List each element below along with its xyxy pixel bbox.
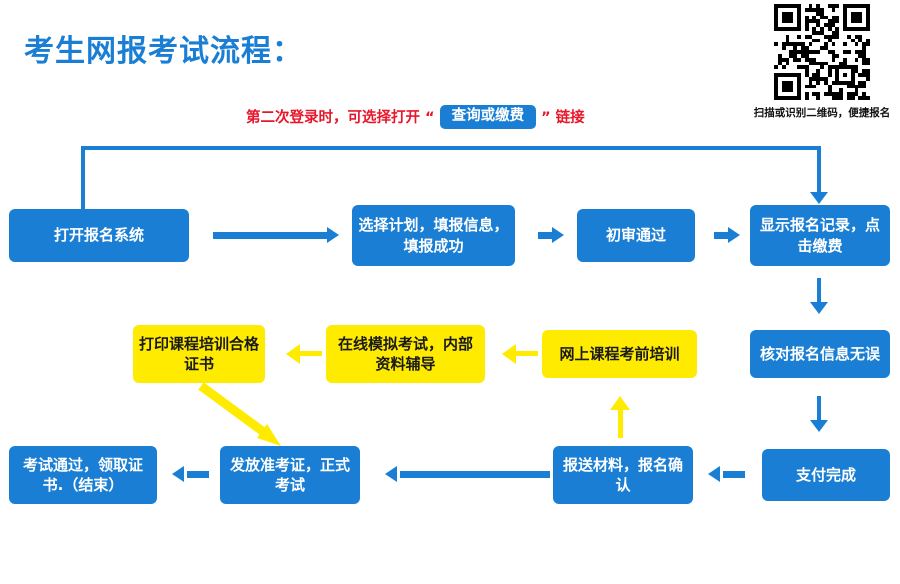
qr-code-icon [774, 4, 870, 100]
arrow-l3-3-stem [723, 471, 745, 478]
feedback-line-left-vertical [81, 147, 85, 209]
node-online-mock-exam[interactable]: 在线模拟考试，内部资料辅导 [326, 325, 485, 383]
arrow-up-yellow-stem [618, 404, 623, 438]
arrow-down-2-stem [817, 396, 821, 422]
arrow-down-1-head-icon [810, 302, 828, 314]
arrow-l3-3-head-icon [708, 466, 720, 482]
node-verify-registration-info[interactable]: 核对报名信息无误 [750, 330, 890, 378]
arrow-l2-1-stem [300, 351, 322, 356]
node-issue-admission-ticket[interactable]: 发放准考证，正式考试 [220, 446, 360, 504]
node-preliminary-review-passed[interactable]: 初审通过 [577, 209, 695, 262]
arrow-r1-3-stem [714, 232, 730, 239]
arrow-l3-2-head-icon [385, 466, 397, 482]
arrow-l2-1-head-icon [286, 344, 300, 364]
node-online-pre-exam-training[interactable]: 网上课程考前培训 [542, 330, 697, 378]
node-select-plan-fill-info[interactable]: 选择计划，填报信息，填报成功 [352, 205, 515, 266]
feedback-line-right-vertical [817, 146, 821, 194]
arrow-r1-2-head-icon [552, 227, 564, 243]
node-open-registration-system[interactable]: 打开报名系统 [9, 209, 189, 262]
arrow-r1-3-head-icon [728, 227, 740, 243]
node-exam-passed-get-certificate[interactable]: 考试通过，领取证书.（结束） [9, 446, 157, 504]
arrow-r1-1-head-icon [327, 227, 339, 243]
node-submit-materials-confirm[interactable]: 报送材料，报名确认 [553, 446, 693, 504]
arrow-down-1-stem [817, 278, 821, 304]
diagonal-yellow-arrow-icon [198, 382, 281, 446]
arrow-l3-2-stem [400, 471, 550, 478]
arrow-l3-1-head-icon [172, 466, 184, 482]
second-login-note: 第二次登录时，可选择打开 “ 查询或缴费 ” 链接 [246, 105, 585, 129]
node-payment-complete[interactable]: 支付完成 [762, 449, 890, 501]
arrow-down-2-head-icon [810, 420, 828, 432]
page-title: 考生网报考试流程： [24, 34, 303, 69]
arrow-up-yellow-head-icon [610, 396, 630, 410]
node-print-training-certificate[interactable]: 打印课程培训合格证书 [133, 325, 265, 383]
note-prefix-text: 第二次登录时，可选择打开 “ [246, 110, 435, 127]
node-show-registration-record-pay[interactable]: 显示报名记录，点击缴费 [750, 205, 890, 266]
feedback-arrow-down-icon [810, 192, 828, 204]
arrow-r1-1-stem [213, 232, 328, 239]
feedback-line-horizontal [81, 146, 821, 150]
arrow-r1-2-stem [538, 232, 554, 239]
arrow-l3-1-stem [187, 471, 209, 478]
qr-code-block: 扫描或识别二维码，便捷报名 [752, 4, 892, 120]
query-or-pay-chip[interactable]: 查询或缴费 [439, 105, 537, 129]
qr-code-caption: 扫描或识别二维码，便捷报名 [753, 107, 891, 119]
note-suffix-text: ” 链接 [541, 110, 585, 127]
arrow-l2-2-head-icon [502, 344, 516, 364]
arrow-l2-2-stem [516, 351, 538, 356]
